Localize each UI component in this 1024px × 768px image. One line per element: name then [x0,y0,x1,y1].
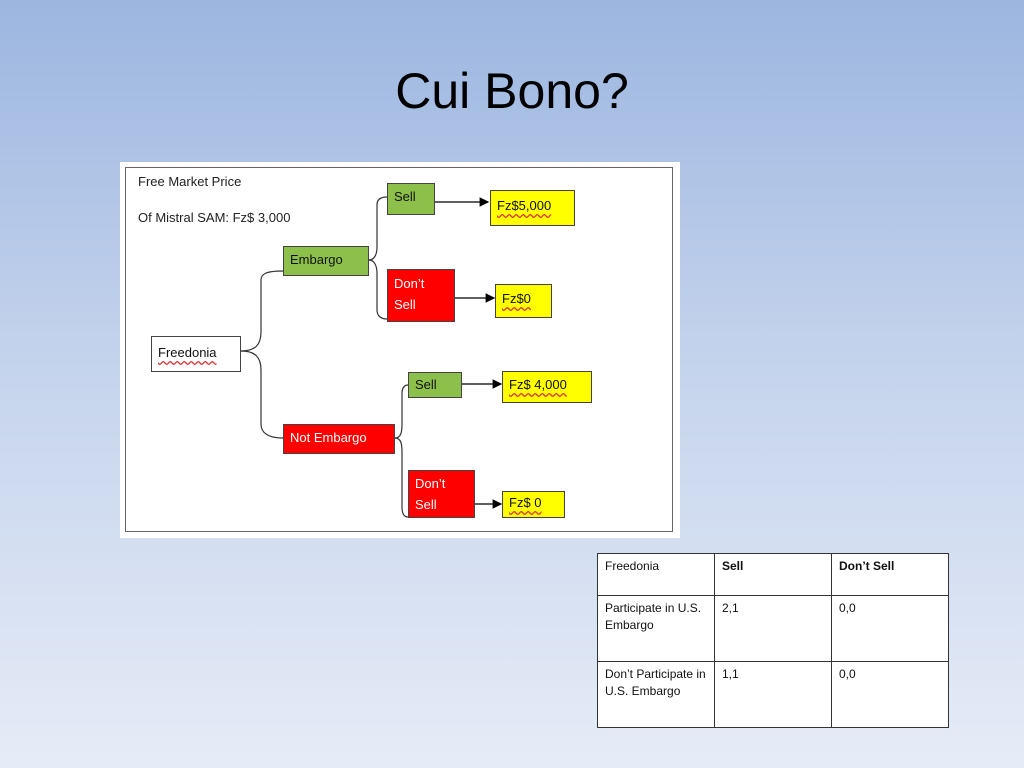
table-cell: 0,0 [831,661,949,728]
payoff-notemb-dont-sell-label: Fz$ 0 [509,495,542,510]
diagram-frame [125,167,673,532]
tree-connectors [240,196,503,518]
note-line-1: Free Market Price [138,174,242,189]
payoff-notemb-dont-sell: Fz$ 0 [502,491,565,518]
node-freedonia: Freedonia [151,336,241,372]
payoff-embargo-sell-label: Fz$5,000 [497,198,552,213]
table-header-cell: Freedonia [597,553,715,596]
table-cell: Don’t Participate in U.S. Embargo [597,661,715,728]
node-notemb-sell: Sell [408,372,462,398]
table-row: Don’t Participate in U.S. Embargo 1,1 0,… [597,661,949,728]
table-header-cell: Don’t Sell [831,553,949,596]
node-embargo-sell: Sell [387,183,435,215]
table-row: Participate in U.S. Embargo 2,1 0,0 [597,595,949,662]
payoff-notemb-sell: Fz$ 4,000 [502,371,592,403]
branch-root-to-embargo [240,270,284,352]
payoff-notemb-sell-label: Fz$ 4,000 [509,377,567,392]
node-freedonia-label: Freedonia [158,345,217,360]
payoff-embargo-sell: Fz$5,000 [490,190,575,226]
decision-tree-diagram: Free Market Price Of Mistral SAM: Fz$ 3,… [120,162,680,538]
table-cell: 2,1 [714,595,832,662]
node-notemb-dont-sell: Don’t Sell [408,470,475,518]
branch-root-to-not-embargo [240,350,284,439]
node-embargo: Embargo [283,246,369,276]
branch-embargo-to-dont-sell [368,259,388,320]
table-header-row: Freedonia Sell Don’t Sell [597,553,949,596]
table-header-cell: Sell [714,553,832,596]
node-not-embargo: Not Embargo [283,424,395,454]
branch-notemb-to-sell [394,384,409,439]
note-line-2: Of Mistral SAM: Fz$ 3,000 [138,210,291,225]
payoff-embargo-dont-sell: Fz$0 [495,284,552,318]
payoff-embargo-dont-sell-label: Fz$0 [502,291,531,306]
branch-embargo-to-sell [368,196,388,261]
branch-notemb-to-dont-sell [394,437,409,518]
table-cell: 1,1 [714,661,832,728]
slide-title: Cui Bono? [395,63,629,119]
table-cell: 0,0 [831,595,949,662]
node-embargo-dont-sell: Don’t Sell [387,269,455,322]
payoff-matrix-table: Freedonia Sell Don’t Sell Participate in… [597,553,949,728]
table-cell: Participate in U.S. Embargo [597,595,715,662]
